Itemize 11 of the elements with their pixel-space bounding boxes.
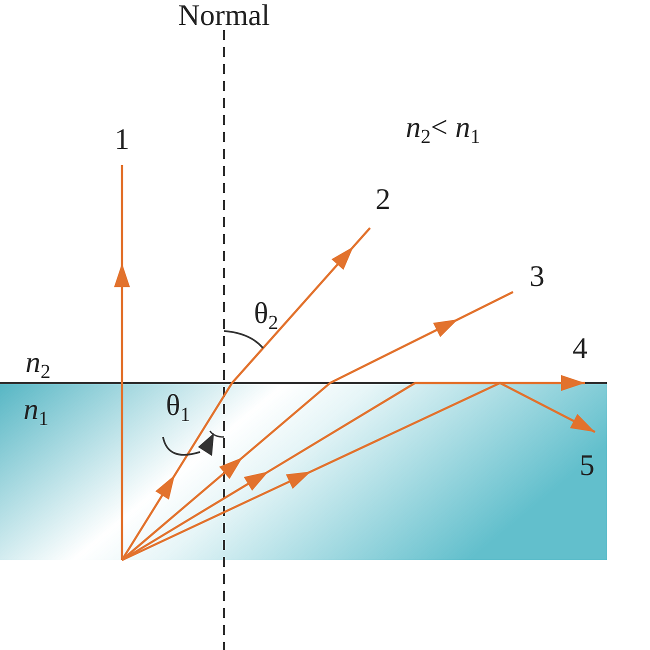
ray-number: 5 xyxy=(580,451,594,481)
angle-label: θ$_{2}$ xyxy=(254,299,278,333)
ray-number: 2 xyxy=(376,185,390,215)
ray-number: 3 xyxy=(530,262,544,292)
medium-label: n$_{1}$ xyxy=(24,395,48,429)
index-relation: n$_{2}$< n$_{1}$ xyxy=(406,113,480,147)
medium-label: n$_{2}$ xyxy=(26,348,50,382)
ray-number: 1 xyxy=(114,125,130,155)
normal-label: Normal xyxy=(178,1,270,31)
angle-label: θ$_{1}$ xyxy=(166,391,190,425)
ray-number: 4 xyxy=(572,334,588,364)
